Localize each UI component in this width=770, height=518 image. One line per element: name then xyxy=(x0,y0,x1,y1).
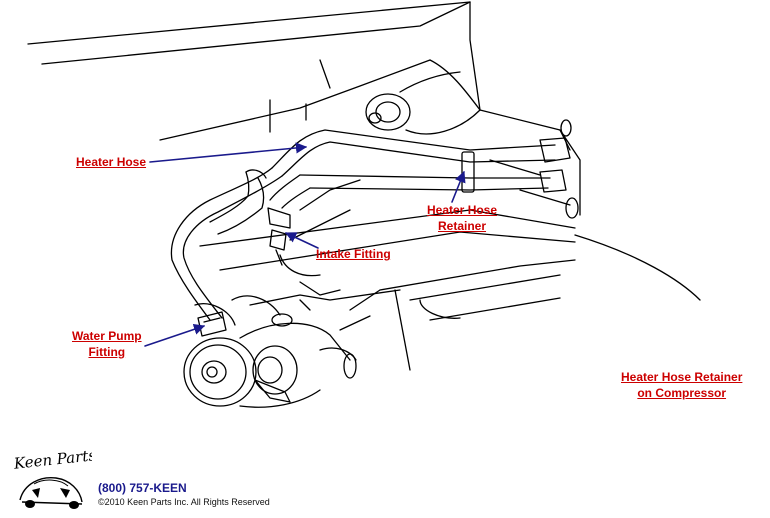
intake-fitting-label: Intake Fitting xyxy=(316,247,391,261)
heater-hose-retainer-link[interactable]: Heater Hose Retainer xyxy=(427,202,497,234)
engine-block xyxy=(199,179,701,371)
copyright-notice: ©2010 Keen Parts Inc. All Rights Reserve… xyxy=(98,497,270,507)
water-pump-fitting-part xyxy=(197,311,227,337)
pointer-arrows xyxy=(144,142,466,347)
water-pump-fitting-line1: Water Pump xyxy=(72,329,142,343)
retainer-on-compressor-line2: on Compressor xyxy=(637,386,727,400)
water-pump xyxy=(183,295,357,408)
blower-motor xyxy=(365,1,481,135)
keen-parts-logo: Keen Parts xyxy=(12,448,92,509)
water-pump-fitting-line2: Fitting xyxy=(88,345,126,359)
intake-fitting-part xyxy=(267,207,291,266)
arrow-water-pump-fitting xyxy=(144,323,206,347)
heater-hose-label: Heater Hose xyxy=(76,155,147,169)
svg-text:Keen Parts: Keen Parts xyxy=(12,448,92,473)
arrow-heater-hose-retainer xyxy=(451,170,466,203)
heater-hose-retainer-line1: Heater Hose xyxy=(427,203,498,217)
intake-fitting-link[interactable]: Intake Fitting xyxy=(316,246,391,262)
retainer-on-compressor-line1: Heater Hose Retainer xyxy=(621,370,743,384)
firewall xyxy=(27,1,471,141)
heater-hose-retainer-line2: Retainer xyxy=(438,219,487,233)
water-pump-fitting-link[interactable]: Water Pump Fitting xyxy=(72,328,142,360)
arrow-heater-hose xyxy=(149,142,308,163)
arrow-intake-fitting xyxy=(284,232,319,249)
heater-hose-link[interactable]: Heater Hose xyxy=(76,154,146,170)
heater-hose-pair xyxy=(170,129,571,321)
heater-hose-retainer-on-compressor-link[interactable]: Heater Hose Retainer on Compressor xyxy=(621,369,742,401)
phone-number: (800) 757-KEEN xyxy=(98,481,187,495)
compressor-bracket xyxy=(479,109,581,219)
